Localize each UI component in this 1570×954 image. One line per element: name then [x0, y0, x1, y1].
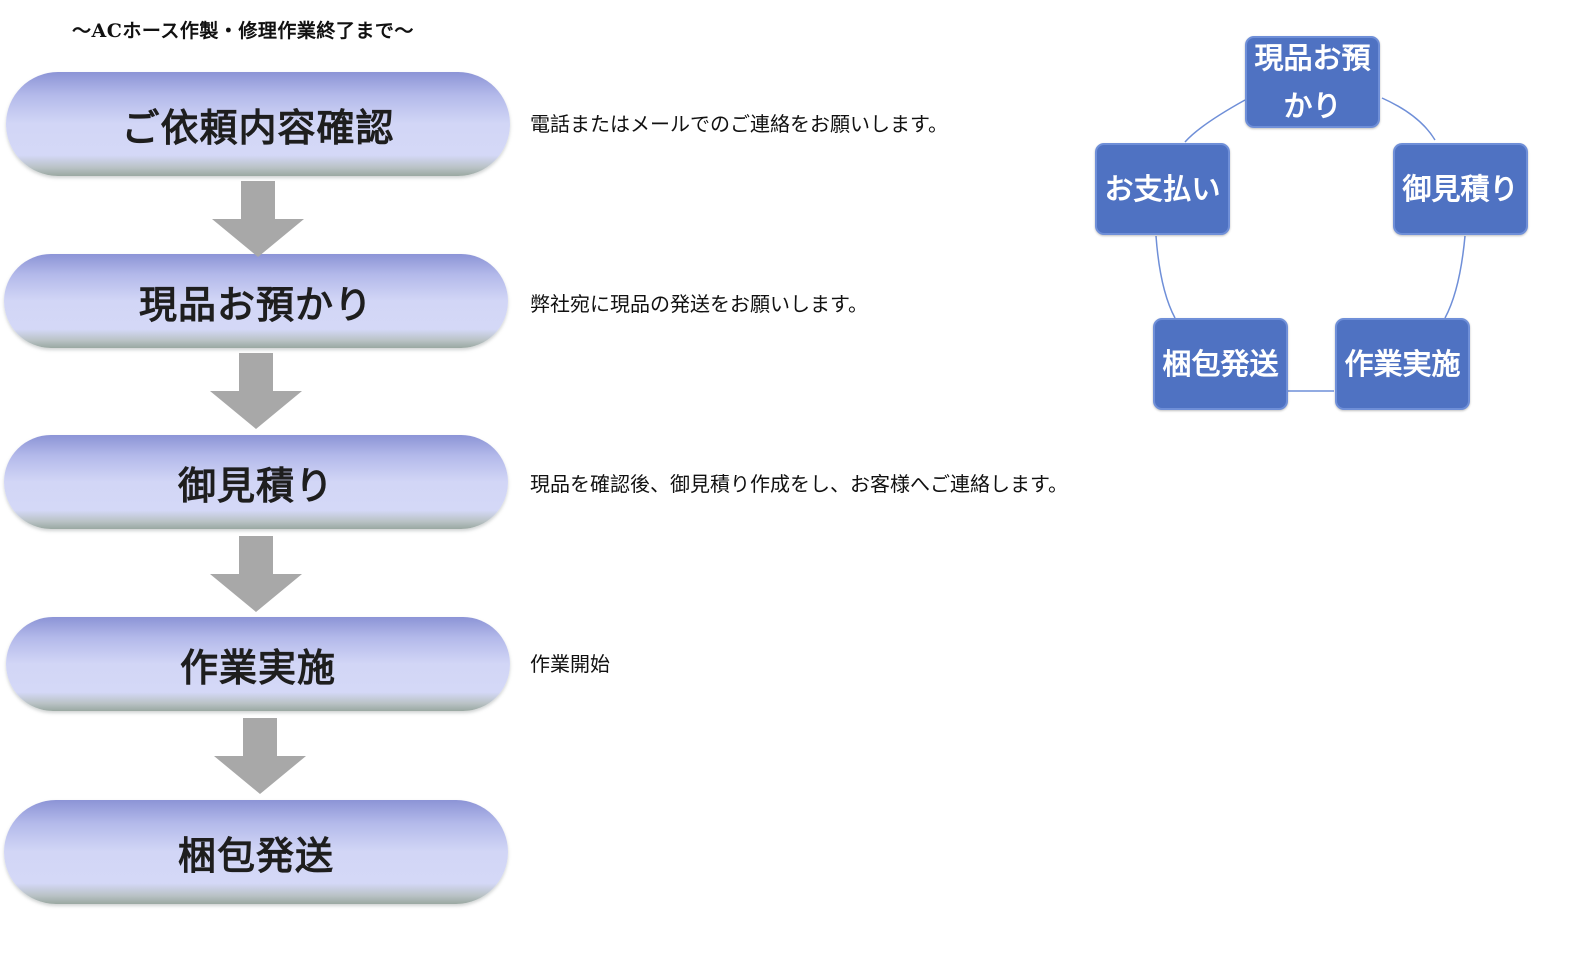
- process-cycle-diagram: 現品お預かり 御見積り 作業実施 梱包発送 お支払い: [1090, 30, 1535, 415]
- flow-step-estimate: 御見積り: [4, 435, 508, 529]
- page-title: 〜ACホース作製・修理作業終了まで〜: [72, 20, 414, 42]
- flow-step-request-confirmation: ご依頼内容確認: [6, 72, 510, 176]
- flow-step-label: 作業実施: [179, 645, 336, 690]
- flow-step-work: 作業実施: [6, 617, 510, 711]
- cycle-connectors: [1155, 97, 1466, 392]
- step-description: 電話またはメールでのご連絡をお願いします。: [530, 112, 948, 136]
- step-description: 作業開始: [530, 652, 610, 676]
- down-arrow-icon: [210, 353, 302, 429]
- cycle-node-label: 御見積り: [1402, 172, 1519, 206]
- down-arrow-icon: [214, 718, 306, 794]
- down-arrow-icon: [212, 181, 304, 257]
- cycle-node-label: お支払い: [1104, 172, 1221, 206]
- down-arrow-icon: [210, 536, 302, 612]
- cycle-node-label: 梱包発送: [1162, 347, 1279, 381]
- step-description: 弊社宛に現品の発送をお願いします。: [530, 292, 868, 316]
- flow-step-label: ご依頼内容確認: [121, 105, 395, 150]
- cycle-node-label: 作業実施: [1344, 347, 1461, 381]
- cycle-node-estimate: 御見積り: [1393, 143, 1528, 235]
- flow-step-label: 現品お預かり: [138, 282, 373, 327]
- flow-step-label: 梱包発送: [177, 833, 334, 878]
- flow-step-packing-shipping: 梱包発送: [4, 800, 508, 904]
- cycle-node-work: 作業実施: [1335, 318, 1470, 410]
- cycle-node-label: 現品お預かり: [1254, 41, 1371, 123]
- step-description: 現品を確認後、御見積り作成をし、お客様へご連絡します。: [530, 472, 1068, 496]
- flow-step-item-receipt: 現品お預かり: [4, 254, 508, 348]
- cycle-node-item-receipt: 現品お預かり: [1245, 36, 1380, 128]
- cycle-node-packing-shipping: 梱包発送: [1153, 318, 1288, 410]
- flow-step-label: 御見積り: [177, 463, 334, 508]
- cycle-node-payment: お支払い: [1095, 143, 1230, 235]
